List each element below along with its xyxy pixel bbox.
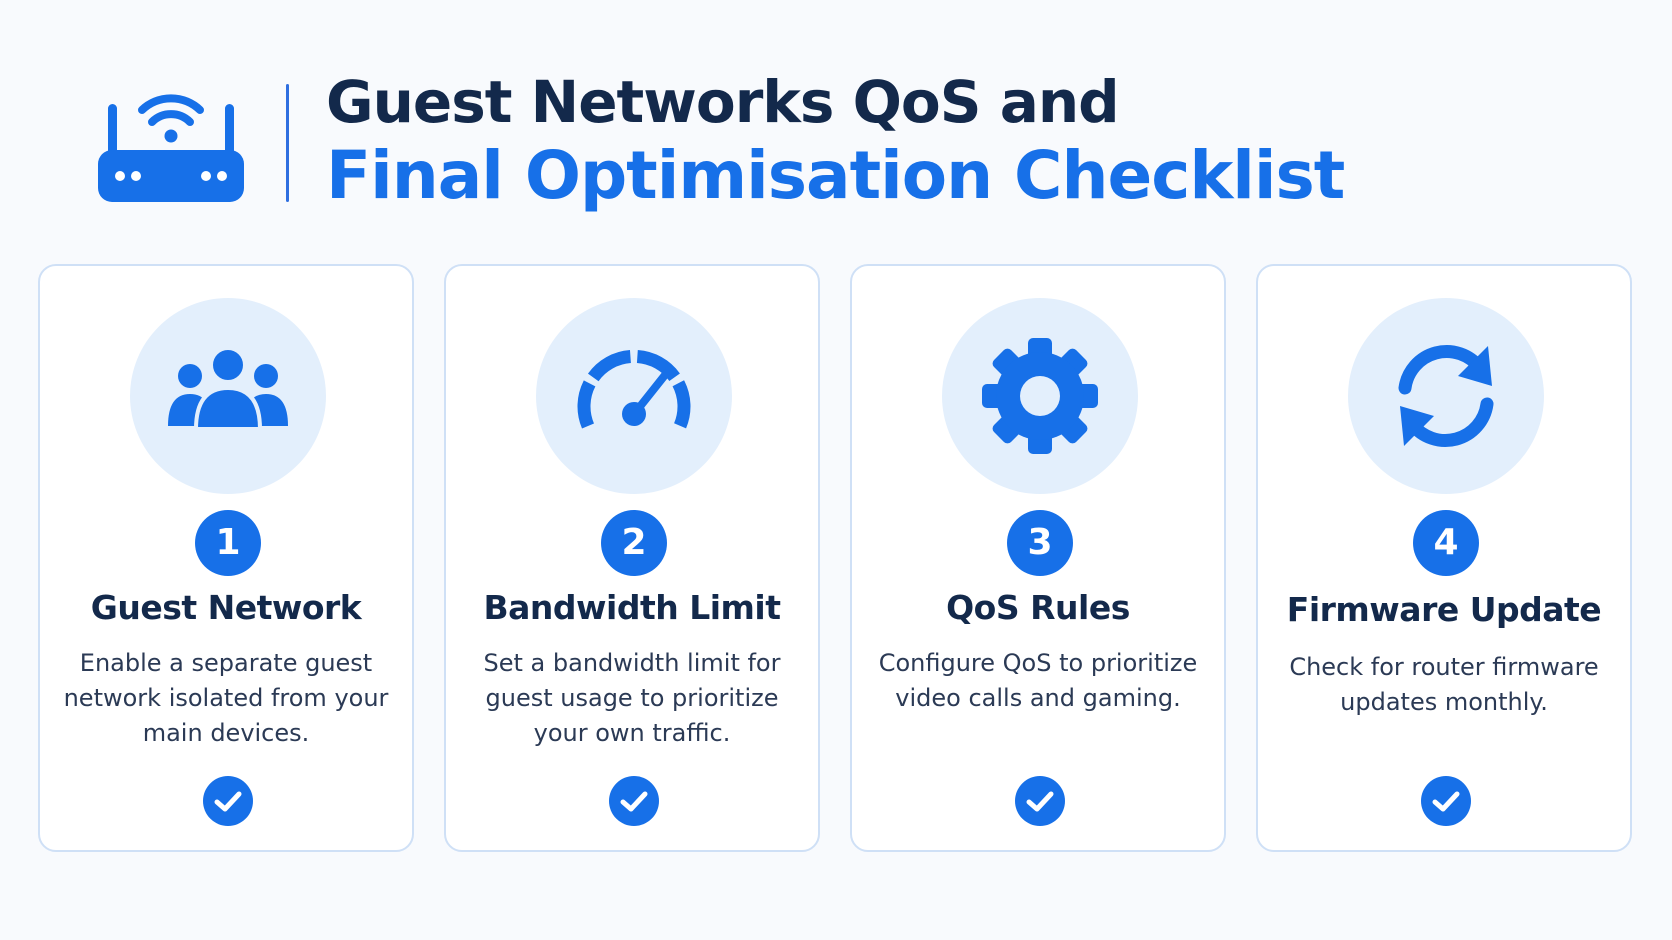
gear-icon xyxy=(982,338,1098,454)
card-description: Set a bandwidth limit for guest usage to… xyxy=(483,649,781,747)
step-number-badge: 1 xyxy=(195,510,261,576)
icon-circle xyxy=(130,298,326,494)
card-title: Bandwidth Limit xyxy=(483,588,781,627)
card-title: Guest Network xyxy=(90,588,362,627)
card-qos-rules: 3 QoS Rules Configure QoS to prioritize … xyxy=(850,264,1226,852)
card-firmware-update: 4 Firmware Update Check for router firmw… xyxy=(1256,264,1632,852)
card-title: Firmware Update xyxy=(1286,590,1602,629)
step-number-badge: 2 xyxy=(601,510,667,576)
check-icon xyxy=(214,791,242,812)
check-icon xyxy=(1432,791,1460,812)
step-number-badge: 4 xyxy=(1413,510,1479,576)
icon-circle xyxy=(536,298,732,494)
refresh-cycle-icon xyxy=(1398,345,1494,447)
speedometer-icon xyxy=(577,349,691,429)
card-description: Configure QoS to prioritize video calls … xyxy=(878,649,1198,712)
check-badge xyxy=(203,776,253,826)
card-description: Check for router firmware updates monthl… xyxy=(1289,653,1599,716)
check-icon xyxy=(1026,791,1054,812)
checklist-cards: 1 Guest Network Enable a separate guest … xyxy=(38,264,1634,856)
card-description: Enable a separate guest network isolated… xyxy=(63,649,389,747)
card-title: QoS Rules xyxy=(946,588,1130,627)
check-badge xyxy=(1015,776,1065,826)
card-bandwidth-limit: 2 Bandwidth Limit Set a bandwidth limit … xyxy=(444,264,820,852)
check-badge xyxy=(1421,776,1471,826)
router-wifi-icon xyxy=(98,94,244,202)
header: Guest Networks QoS and Final Optimisatio… xyxy=(96,62,1496,214)
page-title-line1: Guest Networks QoS and xyxy=(326,68,1120,136)
page-title: Guest Networks QoS and Final Optimisatio… xyxy=(326,66,1345,214)
header-divider xyxy=(286,84,289,202)
users-group-icon xyxy=(168,346,288,431)
icon-circle xyxy=(942,298,1138,494)
card-guest-network: 1 Guest Network Enable a separate guest … xyxy=(38,264,414,852)
icon-circle xyxy=(1348,298,1544,494)
page-title-line2: Final Optimisation Checklist xyxy=(326,137,1345,214)
check-icon xyxy=(620,791,648,812)
check-badge xyxy=(609,776,659,826)
step-number-badge: 3 xyxy=(1007,510,1073,576)
